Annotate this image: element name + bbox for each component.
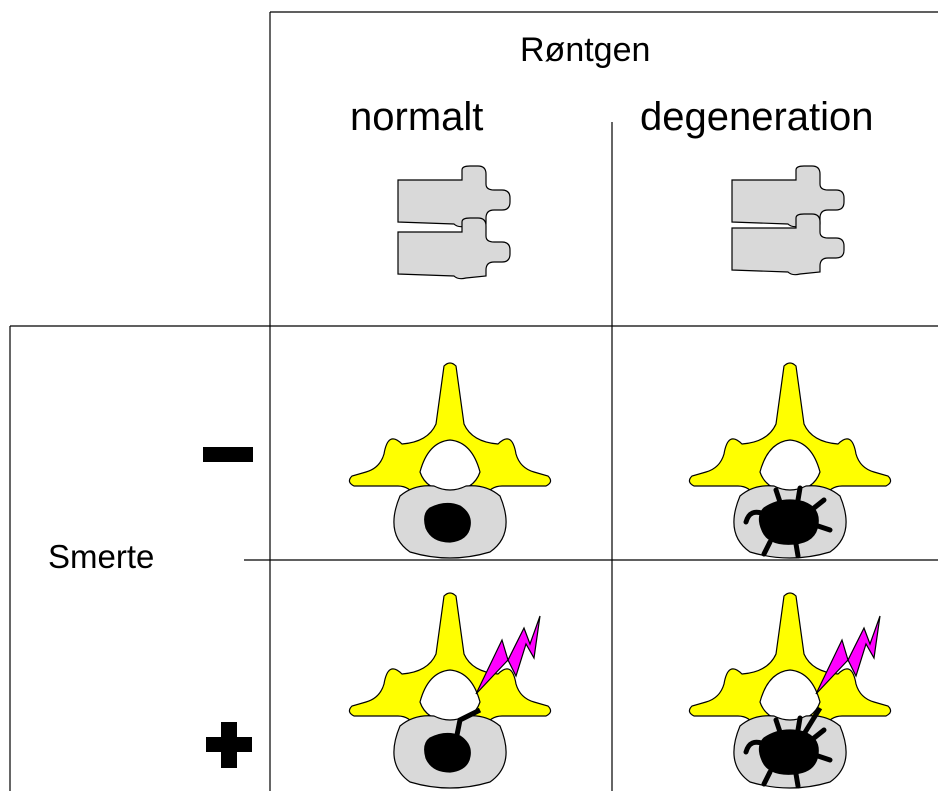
grid-lines [9,11,938,791]
column-header-degeneration: degeneration [640,95,874,139]
minus-sign-icon [203,447,253,462]
row-label-smerte: Smerte [48,538,155,575]
lightning-bolt-icon [475,615,881,695]
title-rontgen: Røntgen [520,31,651,69]
plus-sign-icon [206,722,252,768]
column-header-normal: normalt [350,95,484,139]
vertebra-side-icon [397,165,845,280]
vertebra-top-icon [348,362,892,789]
